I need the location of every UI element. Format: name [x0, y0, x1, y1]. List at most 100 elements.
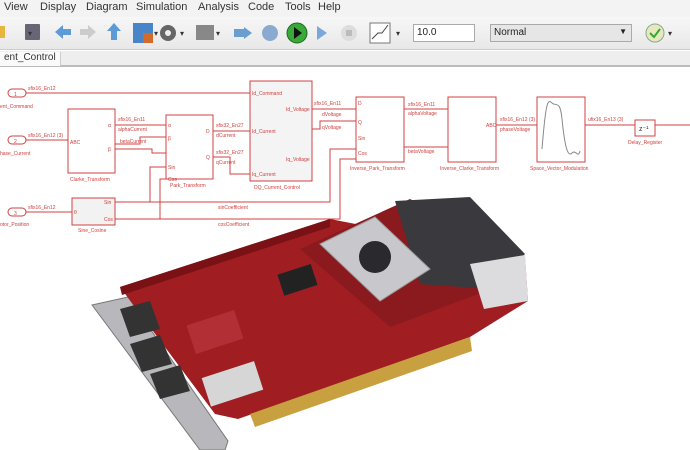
type-label: sfix16_En12	[28, 86, 56, 92]
port-label: Id_Current	[252, 129, 276, 135]
signal-label: cosCoefficient	[218, 222, 250, 228]
signal-label: phaseVoltage	[500, 127, 531, 133]
port-label: α	[108, 123, 111, 129]
signal-label: qCurrent	[216, 160, 236, 166]
port-label: Q	[358, 120, 362, 126]
inport-3-num: 3	[14, 211, 17, 217]
menu-view[interactable]: View	[4, 1, 28, 13]
port-label: Id_Voltage	[286, 107, 310, 113]
ipark-label: Inverse_Park_Transform	[350, 166, 405, 172]
park-label: Park_Transform	[170, 183, 206, 189]
model-explorer-icon	[196, 25, 214, 40]
type-label: sfix16_En12 (3)	[500, 117, 535, 123]
connectors	[120, 301, 190, 399]
menu-bar: View Display Diagram Simulation Analysis…	[0, 0, 690, 17]
signal-label: qVoltage	[322, 125, 342, 131]
up-icon	[107, 23, 121, 40]
port-label: Cos	[168, 177, 177, 183]
open-icon	[0, 26, 5, 38]
port-label: θ	[74, 210, 77, 216]
port-label: α	[168, 123, 171, 129]
type-label: sfix32_En27	[216, 123, 244, 129]
inport-1	[7, 88, 27, 98]
type-label: sfix16_En12	[28, 205, 56, 211]
inport-1-num: 1	[14, 92, 17, 98]
forward-icon	[80, 25, 96, 39]
port-label: Cos	[358, 151, 367, 157]
signal-label: betaCurrent	[120, 139, 147, 145]
simulation-mode-select[interactable]: Normal ▼	[490, 24, 632, 42]
port-label: Sin	[104, 200, 111, 206]
fan-icon	[359, 241, 391, 273]
type-label: ufix16_En13 (3)	[588, 117, 624, 123]
port-label: ABC	[486, 123, 497, 129]
signal-label: alphaCurrent	[118, 127, 148, 133]
port-label: Q	[206, 155, 210, 161]
fpga-board-photo	[91, 197, 528, 450]
inverse-park-block	[355, 96, 405, 163]
delay-register-block	[634, 119, 656, 137]
port-label: Iq_Voltage	[286, 157, 310, 163]
signal-label: dCurrent	[216, 133, 236, 139]
svm-label: Space_Vector_Modulation	[530, 166, 589, 172]
menu-analysis[interactable]: Analysis	[198, 1, 239, 13]
step-forward-icon	[317, 26, 327, 40]
delay-label: Delay_Register	[628, 140, 663, 146]
sincos-label: Sine_Cosine	[78, 228, 107, 234]
signal-label: alphaVoltage	[408, 111, 437, 117]
signal-label: dVoltage	[322, 112, 342, 118]
type-label: sfix16_En11	[408, 102, 435, 108]
svm-waveform-icon	[541, 100, 581, 155]
svg-text:▾: ▾	[396, 29, 400, 38]
iclarke-label: Inverse_Clarke_Transform	[440, 166, 499, 172]
menu-diagram[interactable]: Diagram	[86, 1, 128, 13]
dq-current-control-block	[249, 80, 313, 182]
type-label: sfix16_En11	[118, 117, 145, 123]
sine-cosine-block	[71, 197, 116, 226]
port-label: ABC	[70, 140, 81, 146]
port-label: Cos	[104, 217, 113, 223]
save-icon	[25, 24, 40, 40]
chevron-down-icon: ▼	[619, 27, 627, 36]
dq-label: DQ_Current_Control	[254, 185, 300, 191]
stop-time-input[interactable]: 10.0	[413, 24, 475, 42]
build-icon	[234, 27, 252, 39]
menu-simulation[interactable]: Simulation	[136, 1, 188, 13]
svg-text:▾: ▾	[28, 29, 32, 38]
toolbar-icons: ▾ ▾ ▾ ▾ ▾ ▾	[0, 22, 672, 44]
park-transform-block	[165, 114, 214, 180]
blocks	[7, 80, 656, 226]
svg-text:▾: ▾	[154, 29, 158, 38]
breadcrumb[interactable]: ent_Control	[0, 52, 61, 66]
pcie-edge	[250, 337, 472, 427]
type-label: sfix16_En12 (3)	[28, 133, 63, 139]
inport-2-num: 2	[14, 139, 17, 145]
port-label: Id_Command	[252, 91, 282, 97]
inport-3	[7, 207, 27, 217]
port-label: Sin	[168, 165, 175, 171]
clarke-label: Clarke_Transform	[70, 177, 110, 183]
signal-lines	[26, 92, 690, 220]
svg-text:▾: ▾	[668, 29, 672, 38]
back-icon	[55, 25, 71, 39]
port-label: Sin	[358, 136, 365, 142]
port-label: D	[358, 101, 362, 107]
simulation-mode-value: Normal	[494, 27, 527, 38]
port-label: Iq_Current	[252, 172, 276, 178]
menu-display[interactable]: Display	[40, 1, 77, 13]
diagram-canvas[interactable]: 1 2 3 ent_Command hase_Current otor_Posi…	[0, 69, 690, 450]
signal-label: betaVoltage	[408, 149, 435, 155]
step-back-icon	[262, 25, 278, 41]
menu-code[interactable]: Code	[248, 1, 275, 13]
signal-label: sinCoefficient	[218, 205, 249, 211]
menu-help[interactable]: Help	[318, 1, 341, 13]
svg-text:▾: ▾	[180, 29, 184, 38]
check-icon	[645, 23, 665, 43]
port-label: D	[206, 129, 210, 135]
port-label: β	[108, 147, 111, 153]
delay-glyph: z⁻¹	[639, 126, 649, 133]
inport-2	[7, 135, 27, 145]
svg-text:▾: ▾	[216, 29, 220, 38]
menu-tools[interactable]: Tools	[285, 1, 311, 13]
inport-2-label: hase_Current	[0, 151, 31, 157]
